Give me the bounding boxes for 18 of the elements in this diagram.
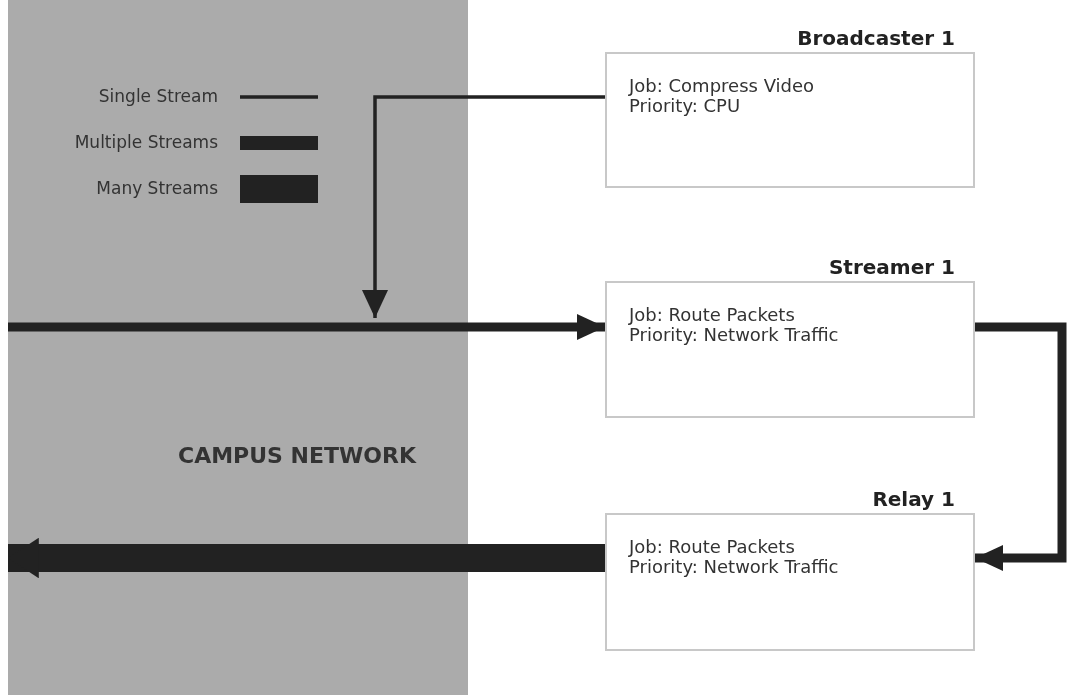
server-title: Streamer 1 bbox=[828, 255, 955, 279]
legend-label: Multiple Streams bbox=[74, 132, 218, 152]
server-detail: Job: Compress Video bbox=[629, 76, 815, 96]
legend-label: Many Streams bbox=[96, 178, 218, 198]
network-region bbox=[8, 0, 468, 695]
server-detail: Priority: Network Traffic bbox=[629, 325, 839, 345]
stream-arrow bbox=[975, 322, 1067, 571]
legend-label: Single Stream bbox=[98, 86, 218, 106]
server-detail: Priority: CPU bbox=[629, 96, 741, 116]
stream-arrow bbox=[8, 537, 605, 579]
server-title: Relay 1 bbox=[872, 487, 955, 511]
stream-arrow bbox=[362, 95, 605, 318]
region-label: CAMPUS NETWORK bbox=[178, 443, 416, 468]
server-detail: Priority: Network Traffic bbox=[629, 557, 839, 577]
stream-arrow bbox=[8, 314, 605, 340]
server-title: Broadcaster 1 bbox=[797, 26, 955, 50]
server-detail: Job: Route Packets bbox=[629, 305, 795, 325]
server-detail: Job: Route Packets bbox=[629, 537, 795, 557]
